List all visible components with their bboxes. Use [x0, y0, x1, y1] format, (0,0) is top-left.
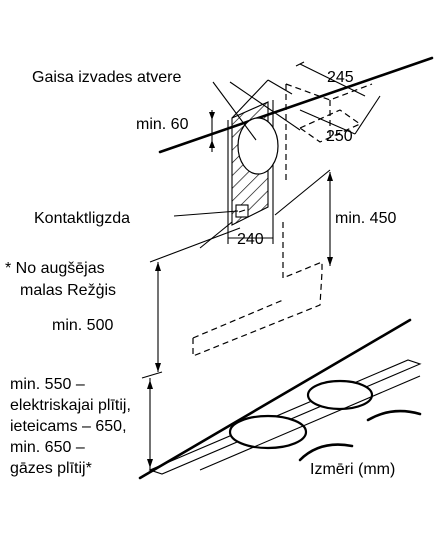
min500-tick-top [149, 227, 241, 263]
min60-arrow-up [209, 140, 215, 148]
burner-back-right [366, 409, 422, 422]
cooktop-label-5: gāzes plītij* [10, 460, 92, 477]
cooktop-height-tick [141, 371, 163, 379]
min60-label: min. 60 [136, 116, 189, 133]
min450-arrow-down [327, 257, 333, 266]
note-line-2: malas Režģis [20, 281, 116, 299]
cooktop-label-1: min. 550 – [10, 376, 85, 393]
hood-outline-lower [192, 271, 323, 357]
cooktop-arrow-up [147, 380, 153, 389]
wall-line-lower [199, 221, 233, 249]
air-outlet-opening [237, 117, 279, 175]
cooktop-arrow-down [147, 459, 153, 468]
duct-edge-top-back [231, 79, 269, 119]
burner-back-left [306, 379, 374, 411]
hood-outline-upper [282, 222, 323, 279]
dim-245-line [299, 63, 366, 97]
socket-leader [173, 210, 239, 217]
dim-240-label: 240 [237, 231, 264, 248]
cooktop-back-edge [199, 375, 421, 471]
min450-arrow-up [327, 172, 333, 181]
dim-245-ext [295, 61, 305, 67]
units-label: Izmēri (mm) [310, 461, 395, 478]
burner-front-right [298, 443, 354, 462]
wall-line-upper [274, 169, 331, 216]
min450-label: min. 450 [335, 210, 396, 227]
chimney-outline-top-right [285, 83, 373, 101]
min500-arrow-up [155, 262, 161, 271]
min500-arrow-down [155, 363, 161, 372]
cooktop-label-4: min. 650 – [10, 439, 85, 456]
dim-250-label: 250 [326, 128, 353, 145]
dim-250-line [299, 109, 356, 135]
min500-label: min. 500 [52, 317, 113, 334]
duct-edge-top-right [267, 79, 293, 95]
hood-outline-left [192, 299, 284, 339]
cooktop-label-2: elektriskajai plītij, [10, 397, 131, 414]
burner-front-left [228, 414, 308, 450]
socket-label: Kontaktligzda [34, 210, 130, 227]
socket-pin [238, 209, 246, 213]
dim-250-ext [354, 95, 381, 135]
air-outlet-leader-2 [229, 81, 301, 131]
air-outlet-leader-1 [212, 81, 257, 141]
note-line-1: * No augšējas [5, 260, 105, 277]
chimney-outline-box [299, 109, 362, 143]
ceiling-line [158, 56, 434, 154]
air-outlet-label: Gaisa izvades atvere [32, 69, 182, 86]
worktop-front-edge [138, 318, 412, 480]
cooktop-label-3: ieteicams – 650, [10, 418, 127, 435]
dim-245-label: 245 [327, 69, 354, 86]
min60-arrow-down [209, 112, 215, 120]
